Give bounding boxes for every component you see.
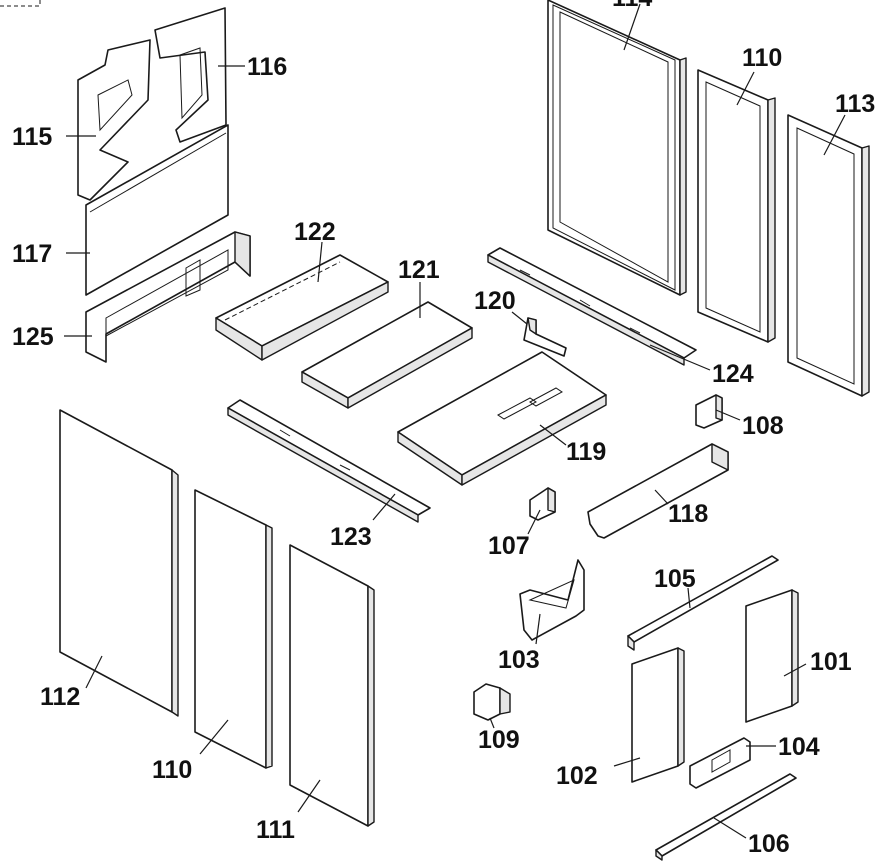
callout-104: 104 [778, 733, 820, 761]
part-107-bracket [529, 487, 556, 521]
leader-101 [783, 663, 807, 677]
callout-120: 120 [474, 287, 516, 315]
part-112-panel [59, 409, 179, 717]
callout-121: 121 [398, 256, 440, 284]
leader-112 [85, 655, 103, 689]
corner-fragment [0, 0, 41, 7]
part-101-panel [745, 589, 799, 723]
leader-119 [539, 424, 567, 446]
callout-107: 107 [488, 532, 530, 560]
leader-114 [623, 3, 641, 51]
callout-125: 125 [12, 323, 54, 351]
leader-110-top [736, 71, 755, 106]
callout-101: 101 [810, 648, 852, 676]
part-102-panel [631, 647, 685, 783]
leader-106 [713, 817, 747, 839]
part-124-rail [487, 247, 697, 366]
leader-108 [715, 409, 741, 421]
callout-116: 116 [247, 53, 287, 81]
callout-105: 105 [654, 565, 696, 593]
part-106-strip [655, 773, 797, 861]
part-109-bracket [473, 683, 511, 721]
part-119-base [397, 351, 607, 486]
callout-117: 117 [12, 240, 52, 268]
callout-122: 122 [294, 218, 336, 246]
callout-124: 124 [712, 360, 754, 388]
part-117-panel [85, 124, 229, 296]
leader-102 [613, 757, 641, 767]
part-113-frame [787, 114, 870, 397]
part-110-panel-bottom [194, 489, 273, 769]
part-125-channel [85, 231, 251, 363]
part-105-strip [627, 555, 779, 651]
leader-109 [489, 717, 495, 729]
leader-107 [527, 509, 541, 535]
part-108-bracket [695, 394, 723, 429]
callout-114: 114 [612, 0, 652, 12]
leader-105 [687, 587, 691, 609]
part-122-plate [215, 254, 389, 361]
callout-119: 119 [566, 438, 606, 466]
part-110-frame-top [697, 69, 776, 343]
callout-110-bottom: 110 [152, 756, 192, 784]
part-123-rail [227, 399, 431, 523]
callout-111: 111 [256, 816, 295, 844]
callout-123: 123 [330, 523, 372, 551]
leader-118 [654, 489, 669, 505]
leader-113 [823, 114, 846, 156]
callout-110-top: 110 [742, 44, 782, 72]
callout-106: 106 [748, 830, 790, 858]
part-120-bracket [523, 317, 567, 357]
leader-103 [535, 613, 541, 645]
callout-113: 113 [835, 90, 875, 118]
callout-102: 102 [556, 762, 598, 790]
part-104-tray [689, 737, 751, 789]
part-115-panel [77, 39, 151, 201]
part-111-panel [289, 544, 375, 827]
leader-124 [649, 344, 711, 371]
callout-109: 109 [478, 726, 520, 754]
callout-118: 118 [668, 500, 708, 528]
leader-123 [372, 493, 396, 521]
part-116-panel [154, 7, 227, 143]
callout-108: 108 [742, 412, 784, 440]
callout-103: 103 [498, 646, 540, 674]
callout-115: 115 [12, 123, 52, 151]
leader-122 [317, 241, 323, 283]
leader-120 [511, 311, 528, 325]
leader-111 [297, 779, 321, 813]
part-121-plate [301, 301, 473, 409]
part-103-bracket [519, 559, 585, 641]
part-118-rail [587, 443, 729, 539]
part-114-frame [547, 0, 687, 296]
leader-110-bottom [199, 719, 229, 755]
callout-112: 112 [40, 683, 80, 711]
